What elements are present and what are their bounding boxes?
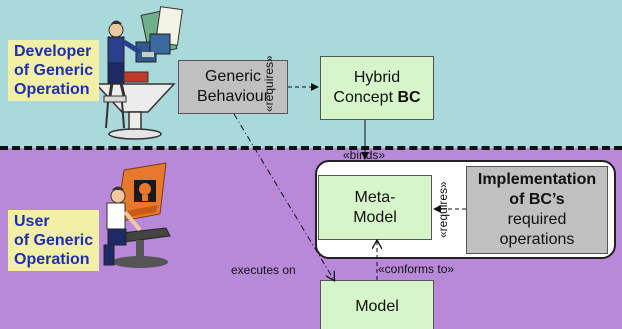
conforms-to-label: «conforms to» xyxy=(378,262,455,276)
hybrid-concept-line-2: Concept BC xyxy=(333,88,420,108)
user-role-line-1: User xyxy=(14,213,50,230)
requires-top-label: «requires» xyxy=(262,55,276,112)
meta-model-line-2: Model xyxy=(353,208,397,226)
generic-behaviour-box: Generic Behaviour xyxy=(178,60,288,114)
user-role-line-3: Operation xyxy=(14,251,90,268)
implementation-box: Implementation of BC’s required operatio… xyxy=(466,166,608,254)
model-box: Model xyxy=(320,280,434,329)
executes-on-label: executes on xyxy=(231,263,296,277)
band-divider xyxy=(0,146,622,150)
user-role-label: User of Generic Operation xyxy=(8,210,100,271)
requires-right-label: «requires» xyxy=(436,181,450,238)
binds-label: «binds» xyxy=(343,148,386,162)
implementation-line-1: Implementation xyxy=(477,171,597,188)
generic-behaviour-line-1: Generic xyxy=(204,68,262,85)
user-role-line-2: of Generic xyxy=(14,232,94,249)
developer-role-line-1: Developer xyxy=(14,43,92,60)
implementation-line-3: required xyxy=(507,211,567,228)
hybrid-concept-line-1: Hybrid xyxy=(353,69,401,86)
implementation-line-4: operations xyxy=(499,231,575,248)
developer-role-line-3: Operation xyxy=(14,81,90,98)
implementation-line-2: of BC’s xyxy=(509,191,565,208)
hybrid-concept-box: Hybrid Concept BC xyxy=(320,56,434,120)
developer-role-label: Developer of Generic Operation xyxy=(8,40,100,101)
meta-model-line-1: Meta- xyxy=(354,188,396,206)
hybrid-concept-bc: BC xyxy=(397,89,421,106)
generic-behaviour-line-2: Behaviour xyxy=(196,88,270,105)
developer-role-line-2: of Generic xyxy=(14,62,94,79)
model-label: Model xyxy=(355,297,399,315)
meta-model-box: Meta- Model xyxy=(318,175,432,240)
hybrid-concept-prefix: Concept xyxy=(333,89,398,106)
